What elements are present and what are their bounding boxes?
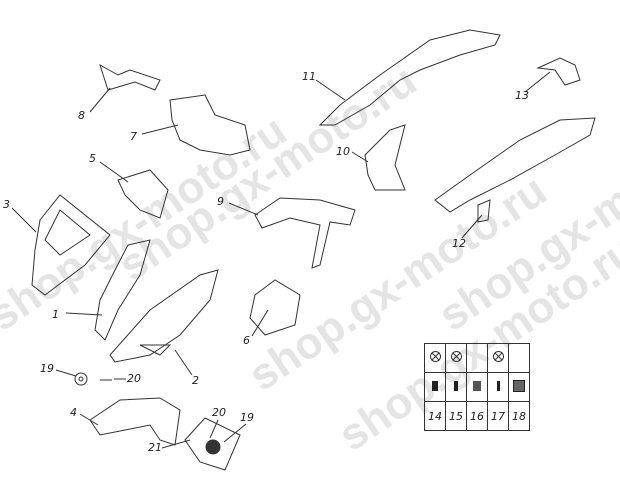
leader-line — [99, 161, 129, 183]
part-number: 14 — [424, 401, 446, 431]
washer-icon — [429, 351, 441, 362]
callout-12: 12 — [452, 237, 466, 250]
part-2 — [109, 269, 219, 363]
leader-line — [174, 349, 193, 376]
leader-line — [228, 202, 259, 216]
part-6 — [249, 279, 301, 336]
screw-icon — [454, 380, 458, 391]
leader-line — [89, 87, 111, 113]
callout-10: 10 — [336, 145, 350, 158]
part-number: 16 — [466, 401, 488, 431]
self-tapping-screw-icon — [496, 380, 500, 391]
part-2-detail — [139, 344, 172, 356]
washer-icon — [450, 351, 462, 362]
part-9 — [254, 197, 356, 269]
part-3-detail — [44, 209, 91, 256]
leader-line — [55, 369, 77, 377]
leader-line — [315, 79, 346, 101]
leader-line — [65, 312, 103, 316]
speed-nut-icon — [513, 379, 525, 392]
part-12-bracket — [477, 199, 491, 223]
part-1 — [94, 239, 151, 341]
leader-line — [11, 207, 37, 233]
part-number: 17 — [487, 401, 509, 431]
callout-3: 3 — [3, 198, 10, 211]
leader-line — [223, 423, 247, 443]
part-10 — [364, 124, 406, 191]
leader-line — [524, 71, 551, 93]
part-11 — [318, 29, 501, 126]
part-number: 18 — [508, 401, 530, 431]
fastener-table: 14 15 16 17 18 — [424, 343, 530, 431]
callout-9: 9 — [217, 195, 224, 208]
leader-line — [461, 214, 483, 239]
part-number: 15 — [445, 401, 467, 431]
callout-1: 1 — [52, 308, 59, 321]
callout-8: 8 — [78, 109, 85, 122]
callout-13: 13 — [515, 89, 529, 102]
clip-nut-icon — [473, 380, 481, 391]
part-3 — [31, 194, 111, 296]
callout-20: 20 — [127, 372, 141, 385]
callout-19: 19 — [40, 362, 54, 375]
callout-21: 21 — [148, 441, 162, 454]
leader-line — [79, 413, 99, 426]
grommet-19 — [74, 372, 88, 386]
part-13 — [536, 57, 581, 86]
washer-row — [424, 343, 530, 373]
washer-icon — [492, 351, 504, 362]
part-21 — [184, 417, 241, 471]
callout-2: 2 — [192, 374, 199, 387]
part-8 — [99, 63, 161, 91]
callout-20: 20 — [212, 406, 226, 419]
fastener-row — [424, 372, 530, 402]
leader-line — [351, 151, 369, 163]
number-row: 14 15 16 17 18 — [424, 401, 530, 431]
callout-4: 4 — [70, 406, 77, 419]
leader-line — [251, 309, 269, 337]
callout-6: 6 — [243, 334, 250, 347]
callout-7: 7 — [130, 130, 137, 143]
part-5 — [117, 169, 169, 219]
part-12 — [434, 117, 596, 213]
callout-19: 19 — [240, 411, 254, 424]
grommet-19 — [205, 439, 221, 455]
part-4 — [89, 397, 181, 446]
part-7 — [169, 94, 251, 156]
grommet-19-inner — [78, 376, 84, 382]
callout-5: 5 — [89, 152, 96, 165]
callout-11: 11 — [302, 70, 316, 83]
leader-line — [161, 439, 191, 449]
bolt-icon — [432, 380, 438, 391]
leader-line — [209, 419, 219, 439]
leader-line — [141, 124, 179, 135]
